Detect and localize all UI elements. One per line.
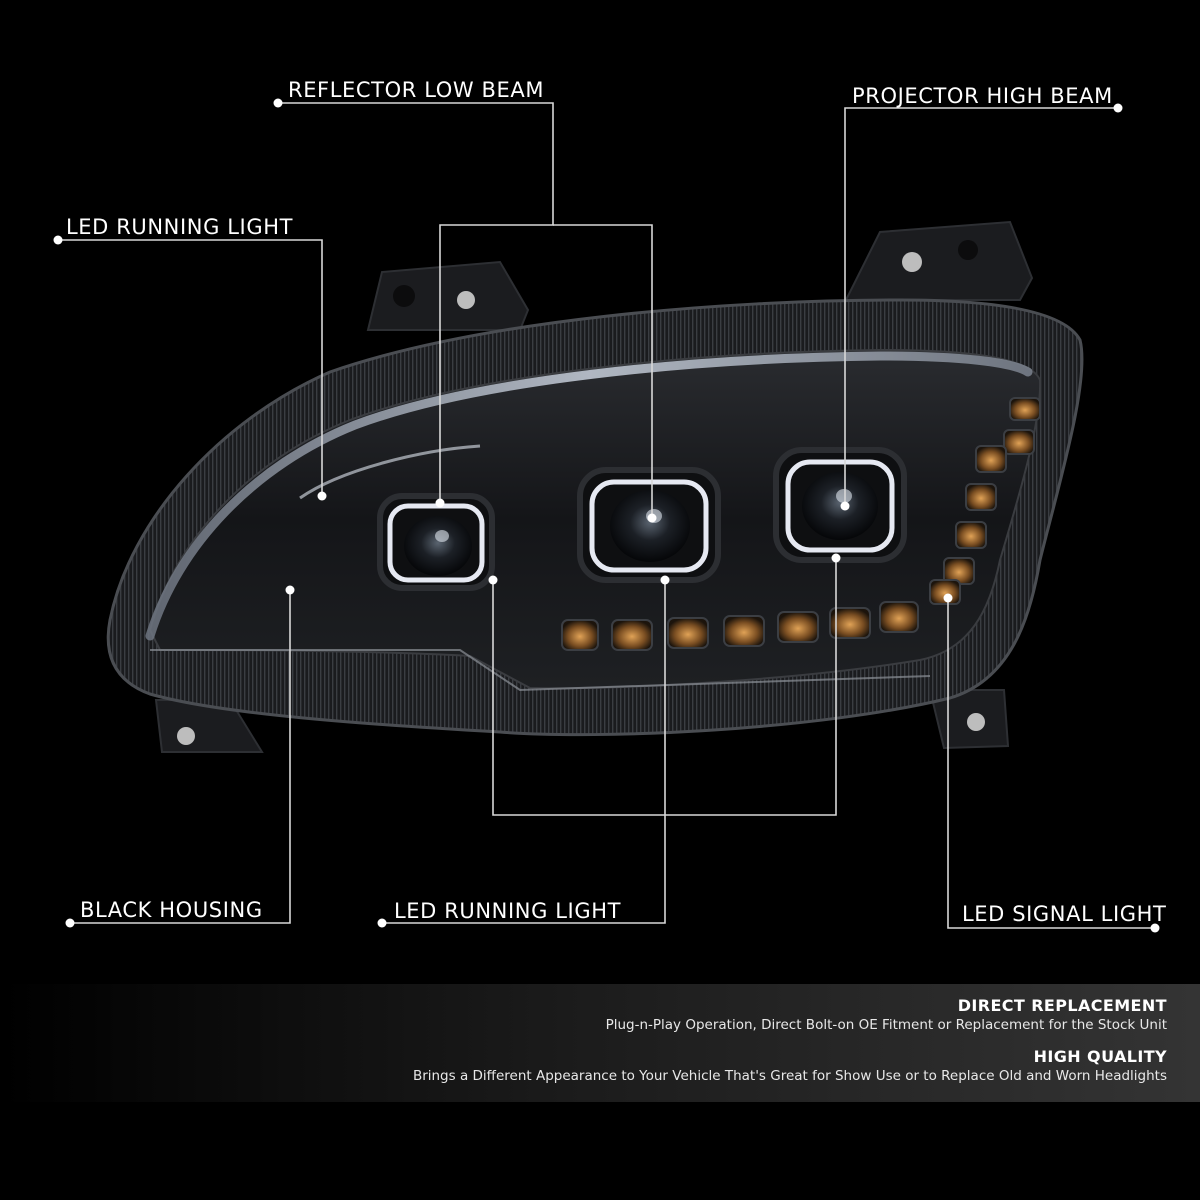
label-led-signal-light: LED SIGNAL LIGHT <box>962 902 1167 926</box>
label-black-housing: BLACK HOUSING <box>80 898 263 922</box>
label-led-running-light-top: LED RUNNING LIGHT <box>66 215 294 239</box>
feature-desc-high-quality: Brings a Different Appearance to Your Ve… <box>412 1068 1167 1084</box>
label-reflector-low-beam: REFLECTOR LOW BEAM <box>288 78 545 102</box>
callout-dots <box>53 98 1160 933</box>
callout-lines <box>58 102 1155 929</box>
feature-title-direct-replacement: DIRECT REPLACEMENT <box>957 996 1167 1015</box>
drl-strip <box>145 351 1033 641</box>
mounting-tabs <box>154 220 1034 753</box>
projector-modules <box>377 447 907 591</box>
signal-leds-bottom <box>561 601 919 651</box>
label-led-running-light-bottom: LED RUNNING LIGHT <box>394 899 622 923</box>
label-projector-high-beam: PROJECTOR HIGH BEAM <box>852 84 1113 108</box>
feature-desc-direct-replacement: Plug-n-Play Operation, Direct Bolt-on OE… <box>605 1017 1167 1033</box>
features-panel: DIRECT REPLACEMENT Plug-n-Play Operation… <box>0 984 1200 1102</box>
feature-title-high-quality: HIGH QUALITY <box>1033 1047 1167 1066</box>
signal-leds-right <box>929 397 1041 605</box>
